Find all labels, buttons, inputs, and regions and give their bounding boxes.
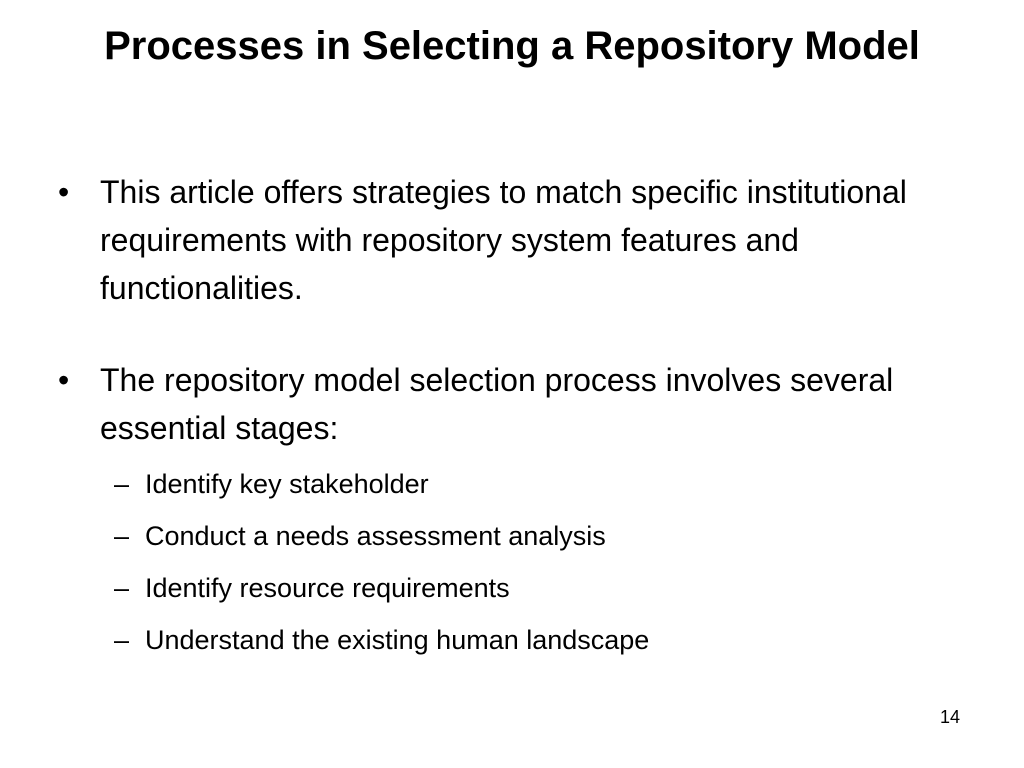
sub-bullet-text: Identify key stakeholder	[145, 469, 429, 499]
sub-bullet-text: Understand the existing human landscape	[145, 625, 650, 655]
bullet-item: • This article offers strategies to matc…	[58, 168, 978, 312]
bullet-text: The repository model selection process i…	[100, 362, 894, 446]
sub-bullet-item: – Identify resource requirements	[100, 562, 978, 614]
dash-icon: –	[114, 573, 130, 603]
dash-icon: –	[114, 469, 130, 499]
bullet-dot-icon: •	[58, 174, 70, 210]
dash-icon: –	[114, 521, 130, 551]
slide-title: Processes in Selecting a Repository Mode…	[104, 24, 920, 68]
bullet-text: This article offers strategies to match …	[100, 174, 907, 306]
bullet-dot-icon: •	[58, 362, 70, 398]
page-number: 14	[939, 707, 960, 727]
bullet-list: • This article offers strategies to matc…	[58, 168, 978, 710]
sub-bullet-text: Conduct a needs assessment analysis	[145, 521, 606, 551]
sub-bullet-item: – Conduct a needs assessment analysis	[100, 510, 978, 562]
dash-icon: –	[114, 625, 130, 655]
sub-bullet-text: Identify resource requirements	[145, 573, 510, 603]
bullet-item: • The repository model selection process…	[58, 356, 978, 666]
sub-bullet-item: – Identify key stakeholder	[100, 458, 978, 510]
sub-bullet-item: – Understand the existing human landscap…	[100, 614, 978, 666]
sub-bullet-list: – Identify key stakeholder – Conduct a n…	[100, 458, 978, 666]
